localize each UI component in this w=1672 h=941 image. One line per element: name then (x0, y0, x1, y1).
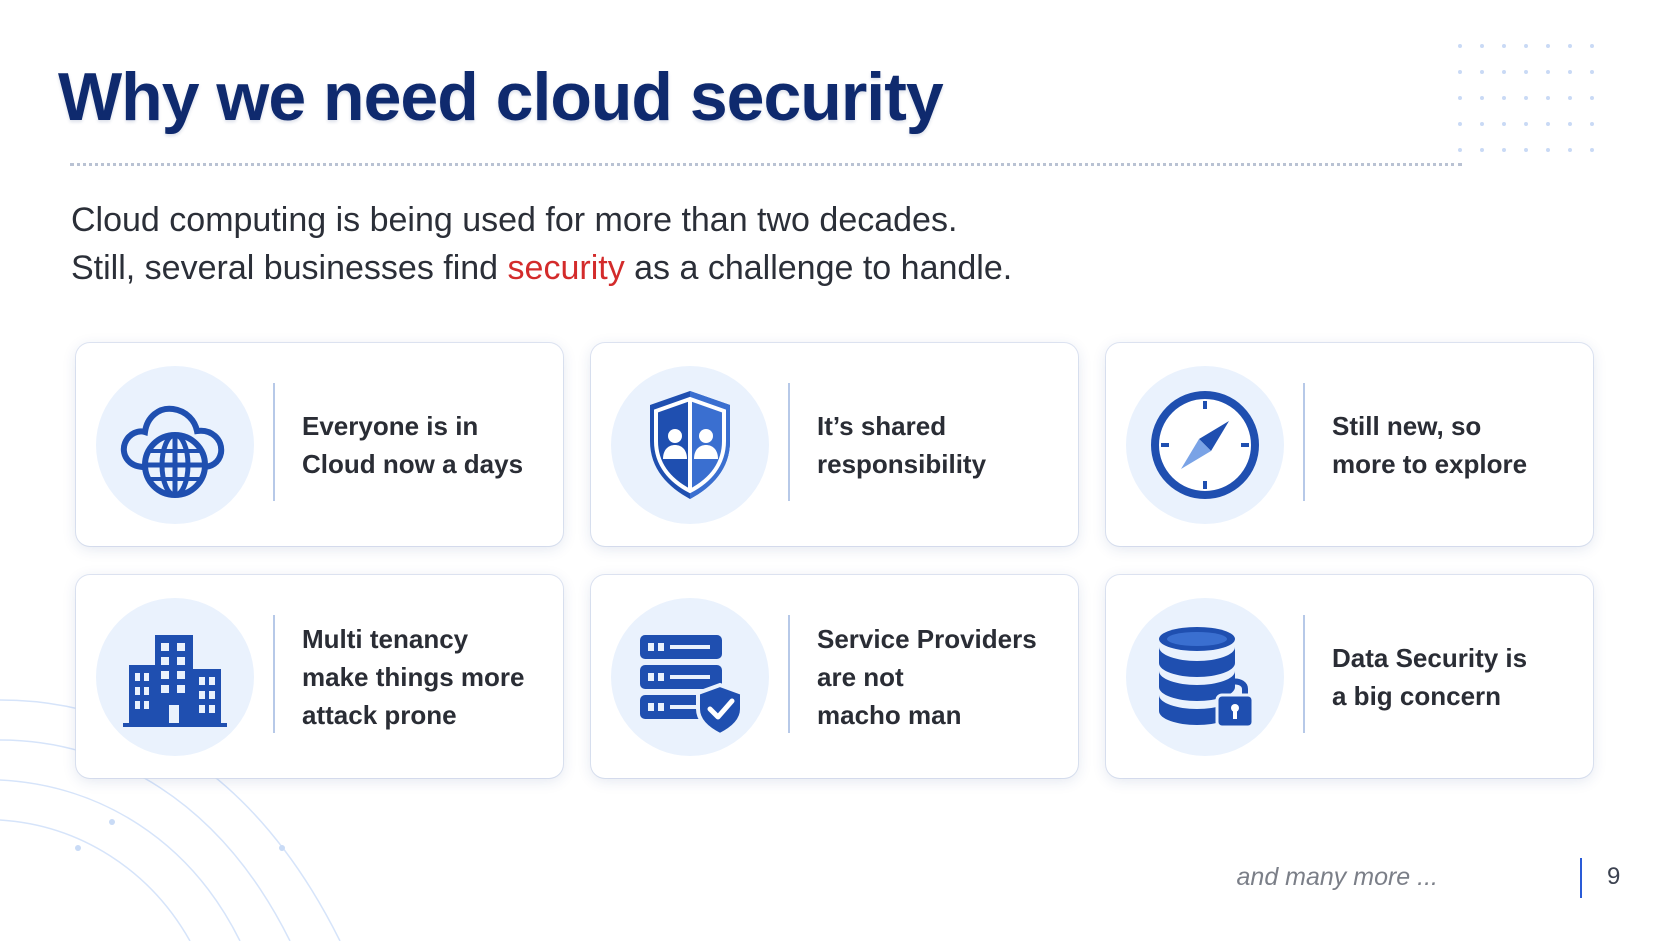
card-separator (788, 383, 790, 501)
card-text-line: make things more (302, 661, 525, 692)
card-separator (788, 615, 790, 733)
card-text: It’s shared responsibility (817, 343, 986, 546)
card-shared-responsibility: It’s shared responsibility (591, 343, 1078, 546)
cloud-globe-icon (120, 405, 225, 498)
card-text-line: It’s shared (817, 410, 947, 441)
card-text-line: Cloud now a days (302, 448, 524, 479)
icon-badge (611, 598, 769, 756)
slide-title: Why we need cloud security (58, 59, 944, 135)
card-separator (1303, 383, 1305, 501)
intro-line-1: Cloud computing is being used for more t… (71, 201, 958, 239)
card-still-new: Still new, so more to explore (1106, 343, 1593, 546)
card-data-security: Data Security is a big concern (1106, 575, 1593, 778)
title-divider (70, 163, 1462, 166)
intro-line-2: Still, several businesses find security … (71, 244, 1012, 292)
card-text-line: Still new, so (1332, 410, 1482, 441)
footer-separator (1580, 858, 1582, 898)
server-shield-icon (640, 635, 744, 738)
card-text: Still new, so more to explore (1332, 343, 1527, 546)
card-text-line: Everyone is in (302, 410, 479, 441)
icon-badge (1126, 598, 1284, 756)
card-everyone-in-cloud: Everyone is in Cloud now a days (76, 343, 563, 546)
card-text-line: Multi tenancy (302, 623, 469, 654)
dot-grid-decoration (1458, 44, 1612, 152)
card-text-line: macho man (817, 699, 962, 730)
page-number: 9 (1607, 863, 1621, 890)
intro-line-2-end: as a challenge to handle. (624, 249, 1013, 287)
card-text: Service Providers are not macho man (817, 575, 1037, 778)
card-text: Multi tenancy make things more attack pr… (302, 575, 525, 778)
icon-badge (1126, 366, 1284, 524)
icon-badge (96, 366, 254, 524)
card-text-line: a big concern (1332, 680, 1502, 711)
icon-badge (611, 366, 769, 524)
card-multi-tenancy: Multi tenancy make things more attack pr… (76, 575, 563, 778)
card-text: Everyone is in Cloud now a days (302, 343, 523, 546)
card-separator (1303, 615, 1305, 733)
intro-text: Cloud computing is being used for more t… (71, 196, 1012, 292)
shield-users-icon (650, 391, 730, 499)
database-lock-icon (1159, 627, 1255, 729)
compass-icon (1151, 391, 1259, 499)
card-text-line: attack prone (302, 699, 457, 730)
icon-badge (96, 598, 254, 756)
intro-line-2-start: Still, several businesses find (71, 249, 508, 287)
card-text: Data Security is a big concern (1332, 575, 1527, 778)
card-service-providers: Service Providers are not macho man (591, 575, 1078, 778)
and-many-more-note: and many more ... (1236, 863, 1438, 891)
security-highlight: security (507, 249, 625, 287)
card-text-line: Data Security is (1332, 642, 1528, 673)
reasons-grid: Everyone is in Cloud now a days It’s sha… (76, 343, 1593, 778)
card-text-line: are not (817, 661, 904, 692)
buildings-icon (123, 635, 227, 727)
card-text-line: more to explore (1332, 448, 1528, 479)
card-separator (273, 615, 275, 733)
card-text-line: responsibility (817, 448, 987, 479)
card-separator (273, 383, 275, 501)
card-text-line: Service Providers (817, 623, 1037, 654)
